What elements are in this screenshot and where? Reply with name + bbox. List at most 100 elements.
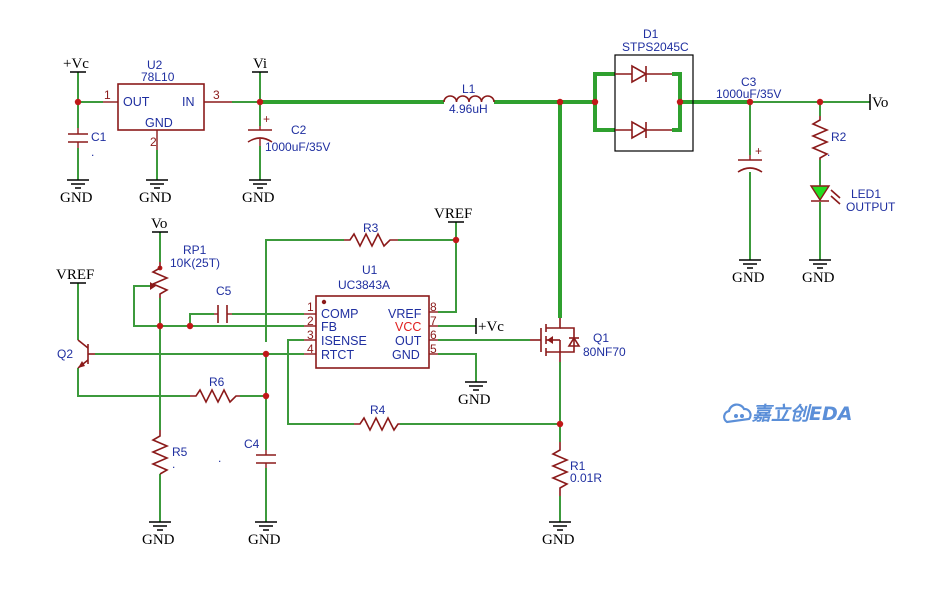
c4-ref: C4 xyxy=(244,437,260,451)
ground-symbol: GND xyxy=(732,259,765,286)
u2-value: 78L10 xyxy=(141,70,175,84)
q2-transistor[interactable]: Q2 xyxy=(57,339,95,369)
led1-ref: LED1 xyxy=(851,187,881,201)
u2-regulator[interactable]: U2 78L10 OUT IN GND 1 3 2 xyxy=(103,58,232,150)
svg-text:+: + xyxy=(755,144,762,158)
ground-label: GND xyxy=(542,532,575,548)
r6-ref: R6 xyxy=(209,375,225,389)
r3-resistor[interactable]: R3 xyxy=(344,221,398,248)
u2-pin3-num: 3 xyxy=(213,88,220,102)
svg-text:+: + xyxy=(263,112,270,126)
u2-ref: U2 xyxy=(147,58,163,72)
r1-value: 0.01R xyxy=(570,471,602,485)
ground-symbols: GND GND GND GND GND GND GND GND GND xyxy=(60,179,835,548)
q2-ref: Q2 xyxy=(57,347,73,361)
net-label-vc: +Vc xyxy=(63,56,89,72)
u1-pin3-num: 3 xyxy=(307,328,314,342)
ground-symbol: GND xyxy=(60,179,93,206)
u1-pin2-num: 2 xyxy=(307,314,314,328)
d1-value: STPS2045C xyxy=(622,40,689,54)
ground-label: GND xyxy=(248,532,281,548)
ground-label: GND xyxy=(732,270,765,286)
u1-pin4-name: RTCT xyxy=(321,348,354,362)
ground-label: GND xyxy=(60,190,93,206)
led1-indicator[interactable]: LED1 OUTPUT xyxy=(809,185,896,214)
u1-controller-ic[interactable]: U1 UC3843A 1 2 3 4 COMP FB ISENSE RTCT 8… xyxy=(304,263,438,369)
u1-pin6-name: OUT xyxy=(395,334,422,348)
net-label-vi: Vi xyxy=(253,56,267,72)
c3-value: 1000uF/35V xyxy=(716,87,781,101)
q1-ref: Q1 xyxy=(593,331,609,345)
r2-value: . xyxy=(827,145,830,159)
u2-pin1-num: 1 xyxy=(104,88,111,102)
c1-capacitor[interactable]: C1 . xyxy=(68,128,107,159)
led1-value: OUTPUT xyxy=(846,200,896,214)
ground-symbol: GND xyxy=(458,381,491,408)
c3-ref: C3 xyxy=(741,75,757,89)
ground-label: GND xyxy=(242,190,275,206)
c3-capacitor[interactable]: + C3 1000uF/35V xyxy=(716,75,781,173)
u1-ref: U1 xyxy=(362,263,378,277)
c4-capacitor[interactable]: C4 . xyxy=(218,437,276,468)
c2-value: 1000uF/35V xyxy=(265,140,330,154)
c1-ref: C1 xyxy=(91,130,107,144)
net-flag-vc-top: +Vc xyxy=(63,56,89,73)
c4-value: . xyxy=(218,451,221,465)
r2-ref: R2 xyxy=(831,130,847,144)
r6-resistor[interactable]: R6 xyxy=(190,375,240,404)
r4-resistor[interactable]: R4 xyxy=(354,403,400,432)
wires xyxy=(77,72,870,522)
ground-label: GND xyxy=(142,532,175,548)
u2-pin-gnd: GND xyxy=(145,116,173,130)
u1-pin8-name: VREF xyxy=(388,307,422,321)
net-flag-vo-rp1: Vo xyxy=(151,216,168,233)
u1-pin1-name: COMP xyxy=(321,307,359,321)
l1-ref: L1 xyxy=(462,82,476,96)
net-label-vo: Vo xyxy=(872,95,888,111)
r5-resistor[interactable]: R5 . xyxy=(150,430,188,475)
net-label-vref: VREF xyxy=(434,206,472,222)
u2-pin-in: IN xyxy=(182,95,195,109)
ground-symbol: GND xyxy=(802,259,835,286)
ground-symbol: GND xyxy=(139,179,172,206)
u1-pin2-name: FB xyxy=(321,320,337,334)
c5-capacitor[interactable]: C5 xyxy=(214,284,232,323)
u1-pin7-name: VCC xyxy=(395,320,421,334)
ground-symbol: GND xyxy=(248,521,281,548)
r5-ref: R5 xyxy=(172,445,188,459)
d1-dual-diode[interactable]: D1 STPS2045C xyxy=(614,27,694,152)
net-flag-vref-top: VREF xyxy=(434,206,472,223)
rp1-potentiometer[interactable]: RP1 10K(25T) xyxy=(150,243,220,298)
d1-ref: D1 xyxy=(643,27,659,41)
r2-resistor[interactable]: R2 . xyxy=(810,116,847,160)
l1-value: 4.96uH xyxy=(449,102,488,116)
r3-ref: R3 xyxy=(363,221,379,235)
u1-value: UC3843A xyxy=(338,278,390,292)
c2-capacitor[interactable]: + C2 1000uF/35V xyxy=(247,112,330,154)
ground-label: GND xyxy=(139,190,172,206)
r1-sense-resistor[interactable]: R1 0.01R xyxy=(550,442,602,496)
net-label-vc-2: +Vc xyxy=(478,319,504,335)
l1-inductor[interactable]: L1 4.96uH xyxy=(443,82,495,116)
c2-ref: C2 xyxy=(291,123,307,137)
ground-symbol: GND xyxy=(142,521,175,548)
u1-pin6-num: 6 xyxy=(430,328,437,342)
logo-text: 嘉立创EDA xyxy=(751,403,852,425)
u1-pin3-name: ISENSE xyxy=(321,334,367,348)
ground-label: GND xyxy=(802,270,835,286)
net-flag-vc-u1: +Vc xyxy=(475,318,504,335)
net-label-vo-2: Vo xyxy=(151,216,167,232)
q1-mosfet[interactable]: Q1 80NF70 xyxy=(530,318,626,362)
rp1-ref: RP1 xyxy=(183,243,207,257)
net-flag-vi: Vi xyxy=(252,56,268,73)
c5-ref: C5 xyxy=(216,284,232,298)
cloud-icon xyxy=(723,403,752,424)
r1-ref: R1 xyxy=(570,459,586,473)
u1-pin8-num: 8 xyxy=(430,300,437,314)
ground-symbol: GND xyxy=(242,179,275,206)
u1-pin1-num: 1 xyxy=(307,300,314,314)
u1-pin7-num: 7 xyxy=(430,314,437,328)
net-flag-vref-q2: VREF xyxy=(56,267,94,284)
u2-pin2-num: 2 xyxy=(150,135,157,149)
